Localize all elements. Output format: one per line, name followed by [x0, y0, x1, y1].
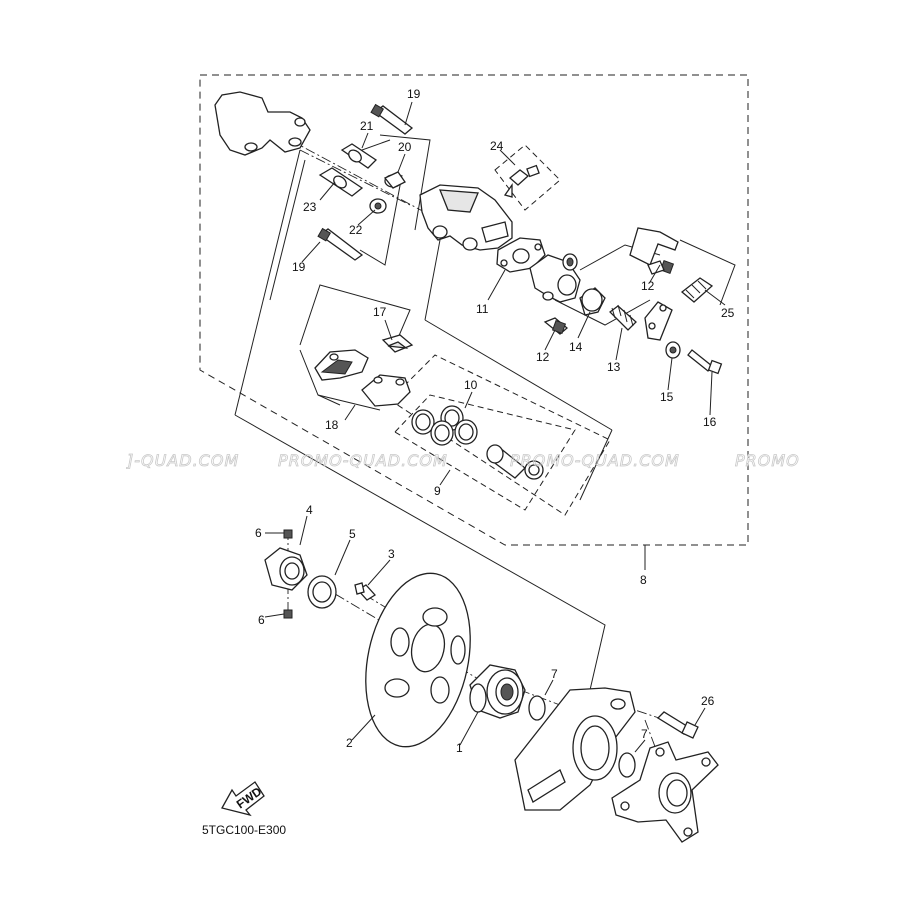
callout-9: 9: [434, 484, 441, 498]
forward-direction-arrow: FWD: [221, 781, 265, 817]
watermark: ]-QUAD.COM PROMO-QUAD.COM PROMO-QUAD.COM…: [126, 451, 800, 471]
leader-lines: [234, 134, 736, 761]
brake-disc: [365, 572, 471, 748]
callout-1: 1: [456, 741, 463, 755]
callout-23: 23: [303, 200, 317, 214]
callout-24: 24: [490, 139, 504, 153]
axle-holder: [514, 687, 636, 811]
callout-6-bottom: 6: [258, 613, 265, 627]
callout-21: 21: [360, 119, 374, 133]
o-ring-2: [618, 752, 636, 778]
callout-22: 22: [349, 223, 363, 237]
slide-pins: [317, 103, 414, 261]
callout-18: 18: [325, 418, 339, 432]
watermark-segment-2: PROMO-QUAD.COM: [278, 451, 448, 470]
o-ring-1: [528, 695, 546, 721]
callout-12-top: 12: [641, 279, 655, 293]
callout-11: 11: [476, 302, 489, 316]
callout-2: 2: [346, 736, 353, 750]
callout-12-bottom: 12: [536, 350, 550, 364]
callout-25: 25: [721, 306, 735, 320]
callout-16: 16: [703, 415, 717, 429]
hub-nut-group: [264, 529, 377, 619]
piston-seals: [411, 405, 544, 480]
axle-bolt: [656, 711, 699, 739]
callout-15: 15: [660, 390, 674, 404]
bleed-kit-boundary: [494, 144, 561, 211]
callout-14: 14: [569, 340, 583, 354]
caliper-bracket: [214, 91, 311, 156]
pad-kit-boundary: [389, 354, 611, 516]
callout-20: 20: [398, 140, 412, 154]
watermark-segment-3: PROMO-QUAD.COM: [510, 451, 680, 470]
callout-13: 13: [607, 360, 621, 374]
master-cylinder: [529, 227, 723, 375]
caliper-body: [419, 184, 513, 251]
callout-19-top: 19: [407, 87, 421, 101]
caliper-assembly-boundary: [199, 74, 749, 546]
watermark-segment-4: PROMO: [735, 451, 800, 470]
seal-kit-boundary: [394, 394, 576, 511]
diagram-code: 5TGC100-E300: [202, 823, 286, 837]
callout-numbers: 19 21 20 24 23 22 19 12 11 25 17 14 12 1…: [255, 87, 735, 755]
wheel-hub-flange: [611, 741, 719, 843]
bleed-screw: [503, 164, 540, 198]
watermark-segment-1: ]-QUAD.COM: [126, 451, 239, 470]
brake-hub: [469, 664, 526, 719]
callout-17: 17: [373, 305, 387, 319]
callout-leaders: [264, 101, 726, 753]
callout-19-bottom: 19: [292, 260, 306, 274]
callout-8: 8: [640, 573, 647, 587]
callout-5: 5: [349, 527, 356, 541]
callout-3: 3: [388, 547, 395, 561]
callout-4: 4: [306, 503, 313, 517]
callout-7-right: 7: [641, 727, 648, 741]
callout-7-left: 7: [551, 667, 558, 681]
brake-pads: [314, 334, 414, 407]
callout-6-top: 6: [255, 526, 262, 540]
callout-26: 26: [701, 694, 715, 708]
callout-10: 10: [464, 378, 478, 392]
